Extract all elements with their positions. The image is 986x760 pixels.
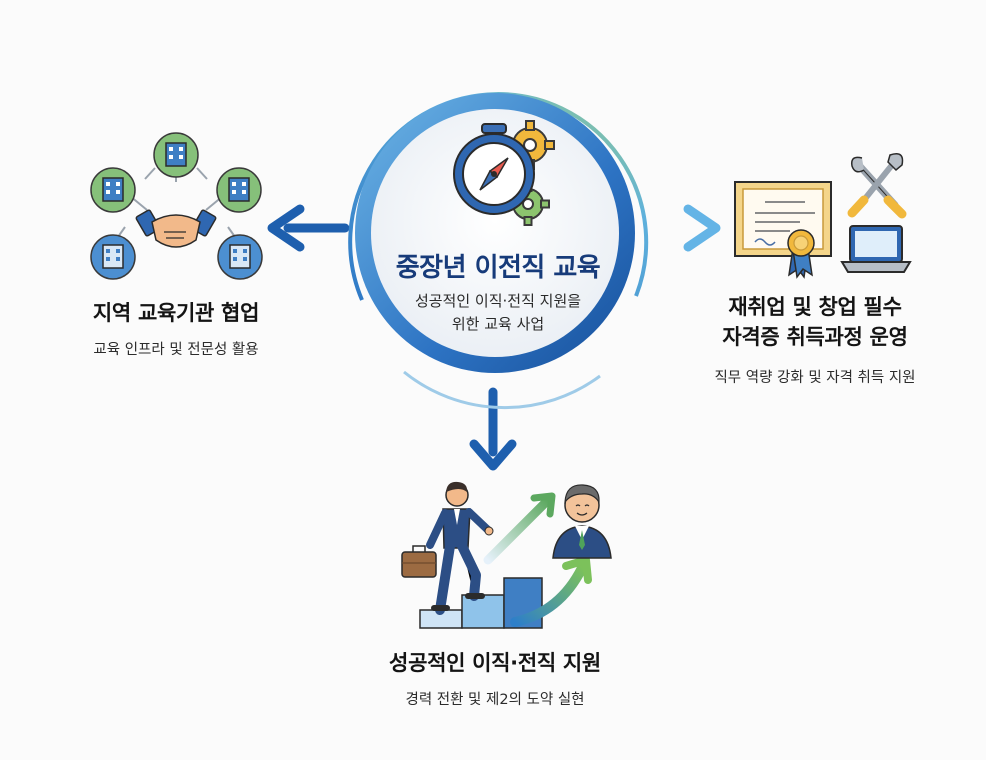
network-handshake-icon xyxy=(91,133,262,279)
right-block-title: 재취업 및 창업 필수 자격증 취득과정 운영 xyxy=(680,292,950,352)
right-block-title-line1: 재취업 및 창업 필수 xyxy=(680,292,950,322)
laptop-icon xyxy=(842,226,910,272)
left-block-subtitle: 교육 인프라 및 전문성 활용 xyxy=(56,338,296,359)
building-node xyxy=(218,235,262,279)
handshake-icon xyxy=(136,209,217,247)
growth-scene xyxy=(402,482,611,628)
right-arrow xyxy=(640,209,716,247)
right-block-subtitle: 직무 역량 강화 및 자격 취득 지원 xyxy=(680,366,950,387)
left-block-title: 지역 교육기관 협업 xyxy=(56,298,296,328)
consultant-icon xyxy=(553,485,611,558)
center-subtitle-line1: 성공적인 이직·전직 지원을 xyxy=(373,290,623,313)
center-subtitle: 성공적인 이직·전직 지원을 위한 교육 사업 xyxy=(373,290,623,336)
building-node xyxy=(91,235,135,279)
bottom-block-subtitle: 경력 전환 및 제2의 도약 실현 xyxy=(360,688,630,709)
right-block-title-line2: 자격증 취득과정 운영 xyxy=(680,322,950,352)
down-arrow xyxy=(474,392,512,466)
bottom-block-title: 성공적인 이직·전직 지원 xyxy=(360,648,630,678)
briefcase-icon xyxy=(402,546,436,577)
left-arrow xyxy=(272,209,345,247)
certificate-icon xyxy=(735,182,831,277)
climbing-person-icon xyxy=(402,482,493,610)
building-node xyxy=(154,133,198,177)
center-subtitle-line2: 위한 교육 사업 xyxy=(373,313,623,336)
center-title: 중장년 이전직 교육 xyxy=(373,247,623,284)
building-node xyxy=(217,168,261,212)
building-node xyxy=(91,168,135,212)
tools-icon xyxy=(852,154,903,214)
